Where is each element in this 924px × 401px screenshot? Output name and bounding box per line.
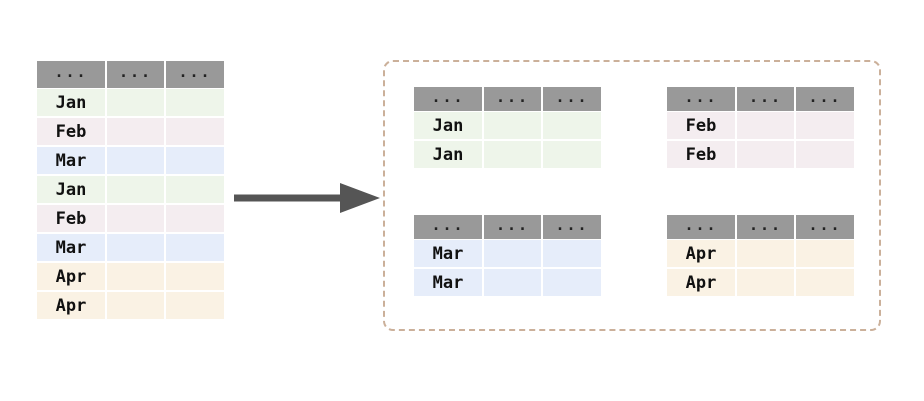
group-table-jan-row-1-cell-0 xyxy=(484,141,543,170)
table-row: Mar xyxy=(37,234,224,263)
group-table-feb-row-1-label: Feb xyxy=(667,141,737,170)
table-row: Feb xyxy=(667,112,854,141)
group-table-jan-row-1-cell-1 xyxy=(543,141,601,170)
source-table-row-2-cell-1 xyxy=(166,147,224,176)
source-table-header-cell-0: ... xyxy=(37,61,107,89)
source-table-row-6-label: Apr xyxy=(37,263,107,292)
group-table-apr-row-1-cell-1 xyxy=(796,269,854,298)
group-table-feb-header-row: ......... xyxy=(667,87,854,112)
table-row: Feb xyxy=(667,141,854,170)
source-table-row-5-cell-1 xyxy=(166,234,224,263)
group-table-feb-header-cell-2: ... xyxy=(796,87,854,112)
table-row: Apr xyxy=(37,263,224,292)
group-table-apr-row-0-cell-1 xyxy=(796,240,854,269)
group-table-jan-row-0-label: Jan xyxy=(414,112,484,141)
group-table-mar-header-cell-1: ... xyxy=(484,215,543,240)
table-row: Apr xyxy=(667,269,854,298)
table-row: Jan xyxy=(414,141,601,170)
group-table-apr-row-0-label: Apr xyxy=(667,240,737,269)
source-table-row-0-cell-0 xyxy=(107,89,166,118)
group-table-jan-header-cell-0: ... xyxy=(414,87,484,112)
group-table-jan-header-cell-2: ... xyxy=(543,87,601,112)
source-table-header-cell-2: ... xyxy=(166,61,224,89)
group-table-jan-header-row: ......... xyxy=(414,87,601,112)
group-table-mar-header-cell-2: ... xyxy=(543,215,601,240)
source-table-row-5-label: Mar xyxy=(37,234,107,263)
group-table-jan-row-0-cell-0 xyxy=(484,112,543,141)
source-table-row-4-label: Feb xyxy=(37,205,107,234)
source-table-row-5-cell-0 xyxy=(107,234,166,263)
flow-arrow-icon xyxy=(234,183,380,213)
table-row: Jan xyxy=(37,89,224,118)
source-table-row-7-label: Apr xyxy=(37,292,107,321)
table-row: Jan xyxy=(414,112,601,141)
source-table-row-3-cell-0 xyxy=(107,176,166,205)
group-table-feb-row-1-cell-0 xyxy=(737,141,796,170)
group-table-mar-row-0-cell-0 xyxy=(484,240,543,269)
source-table-row-6-cell-0 xyxy=(107,263,166,292)
group-table-apr-row-0-cell-0 xyxy=(737,240,796,269)
group-table-mar-row-1-label: Mar xyxy=(414,269,484,298)
group-table-feb-row-0-cell-1 xyxy=(796,112,854,141)
group-table-feb-header-cell-0: ... xyxy=(667,87,737,112)
source-table-row-4-cell-0 xyxy=(107,205,166,234)
source-table-header-row: ......... xyxy=(37,61,224,89)
source-table-row-7-cell-1 xyxy=(166,292,224,321)
group-table-jan-row-1-label: Jan xyxy=(414,141,484,170)
group-table-apr-header-cell-1: ... xyxy=(737,215,796,240)
table-row: Mar xyxy=(414,240,601,269)
table-row: Mar xyxy=(37,147,224,176)
source-table-row-0-label: Jan xyxy=(37,89,107,118)
table-row: Apr xyxy=(667,240,854,269)
group-table-mar-header-row: ......... xyxy=(414,215,601,240)
source-table-row-1-cell-1 xyxy=(166,118,224,147)
group-panel xyxy=(383,60,881,331)
group-table-feb-header-cell-1: ... xyxy=(737,87,796,112)
group-table-apr-row-1-cell-0 xyxy=(737,269,796,298)
source-table-row-7-cell-0 xyxy=(107,292,166,321)
group-table-jan-row-0-cell-1 xyxy=(543,112,601,141)
source-table-row-0-cell-1 xyxy=(166,89,224,118)
source-table-row-3-label: Jan xyxy=(37,176,107,205)
table-row: Mar xyxy=(414,269,601,298)
group-table-apr-row-1-label: Apr xyxy=(667,269,737,298)
group-table-mar-row-1-cell-0 xyxy=(484,269,543,298)
group-table-feb-row-0-cell-0 xyxy=(737,112,796,141)
group-table-feb-row-0-label: Feb xyxy=(667,112,737,141)
table-row: Jan xyxy=(37,176,224,205)
table-row: Feb xyxy=(37,118,224,147)
group-table-jan-header-cell-1: ... xyxy=(484,87,543,112)
source-table-row-1-label: Feb xyxy=(37,118,107,147)
group-table-mar-header-cell-0: ... xyxy=(414,215,484,240)
source-table-row-2-cell-0 xyxy=(107,147,166,176)
source-table-row-1-cell-0 xyxy=(107,118,166,147)
table-row: Feb xyxy=(37,205,224,234)
group-table-mar-row-0-label: Mar xyxy=(414,240,484,269)
source-table-row-3-cell-1 xyxy=(166,176,224,205)
source-table-header-cell-1: ... xyxy=(107,61,166,89)
group-table-apr-header-cell-2: ... xyxy=(796,215,854,240)
source-table-row-4-cell-1 xyxy=(166,205,224,234)
group-table-apr-header-cell-0: ... xyxy=(667,215,737,240)
source-table-row-2-label: Mar xyxy=(37,147,107,176)
group-table-apr-header-row: ......... xyxy=(667,215,854,240)
table-row: Apr xyxy=(37,292,224,321)
group-table-mar-row-0-cell-1 xyxy=(543,240,601,269)
source-table-row-6-cell-1 xyxy=(166,263,224,292)
group-table-feb-row-1-cell-1 xyxy=(796,141,854,170)
group-table-mar-row-1-cell-1 xyxy=(543,269,601,298)
